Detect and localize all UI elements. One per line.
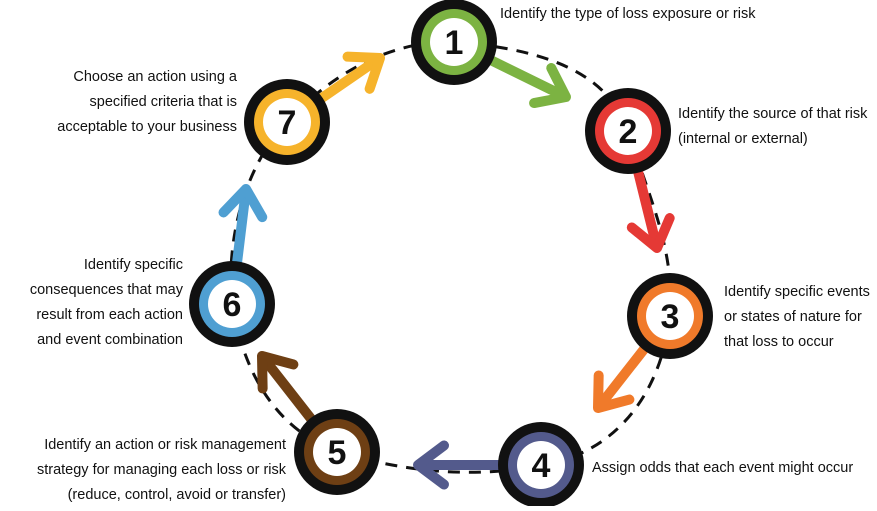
step-4-number: 4 — [532, 447, 551, 485]
step-2-text-line: (internal or external) — [678, 131, 808, 147]
step-4-node: 4 — [498, 422, 584, 508]
step-5-text-line: strategy for managing each loss or risk — [36, 462, 286, 478]
step-6-number: 6 — [223, 286, 242, 324]
step-7-number: 7 — [278, 104, 297, 142]
step-1-number: 1 — [445, 24, 464, 62]
step-7-node: 7 — [244, 79, 330, 165]
step-5-number: 5 — [328, 434, 347, 472]
step-1-text-line: Identify the type of loss exposure or ri… — [500, 6, 756, 22]
step-6-text-line: Identify specific — [83, 257, 183, 273]
step-3-text-line: Identify specific events — [724, 284, 870, 300]
step-7-text-line: Choose an action using a — [73, 69, 237, 85]
step-5-description: Identify an action or risk management st… — [0, 433, 286, 508]
step-3-text-line: or states of nature for — [724, 309, 862, 325]
step-6-node: 6 — [189, 261, 275, 347]
step-5-text-line: Identify an action or risk management — [44, 437, 286, 453]
step-5-node: 5 — [294, 409, 380, 495]
step-5-text-line: (reduce, control, avoid or transfer) — [67, 487, 286, 503]
step-7-description: Choose an action using a specified crite… — [0, 65, 237, 140]
step-7-text-line: acceptable to your business — [57, 119, 237, 135]
step-2-text-line: Identify the source of that risk — [678, 106, 868, 122]
step-2-number: 2 — [619, 113, 638, 151]
step-7-text-line: specified criteria that is — [89, 94, 237, 110]
step-1-description: Identify the type of loss exposure or ri… — [500, 2, 756, 27]
step-4-description: Assign odds that each event might occur — [592, 456, 853, 481]
step-6-text-line: result from each action — [36, 307, 183, 323]
step-6-text-line: consequences that may — [29, 282, 183, 298]
step-3-description: Identify specific events or states of na… — [724, 280, 870, 355]
step-3-number: 3 — [661, 298, 680, 336]
step-3-node: 3 — [627, 273, 713, 359]
step-3-text-line: that loss to occur — [724, 334, 834, 350]
step-1-node: 1 — [411, 0, 497, 85]
step-2-description: Identify the source of that risk (intern… — [678, 102, 867, 152]
step-6-description: Identify specific consequences that may … — [0, 253, 183, 353]
step-6-text-line: and event combination — [37, 332, 183, 348]
step-4-text-line: Assign odds that each event might occur — [592, 460, 854, 476]
step-2-node: 2 — [585, 88, 671, 174]
